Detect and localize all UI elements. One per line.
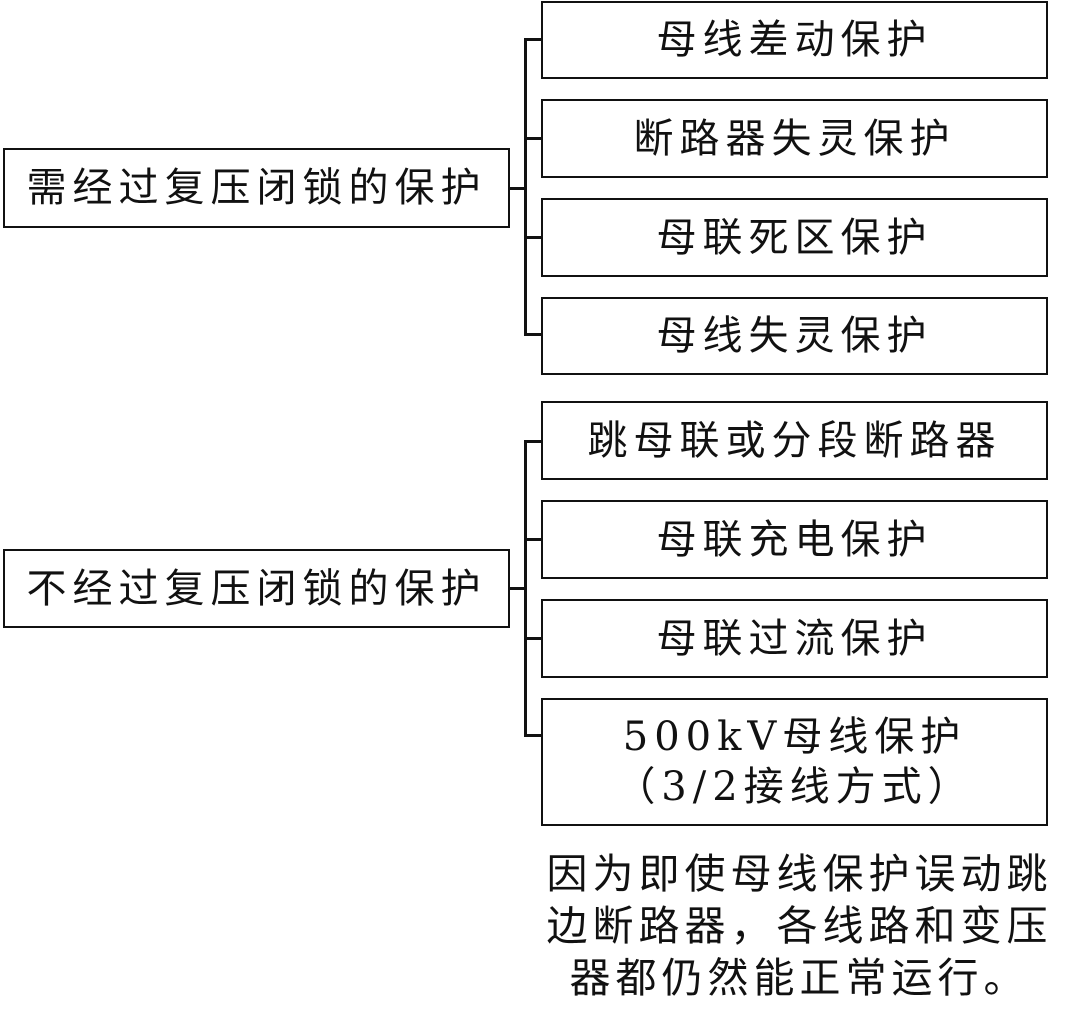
- connector-bracket: [524, 440, 527, 737]
- connector-branch: [524, 637, 543, 640]
- explanation-note: 因为即使母线保护误动跳 边断路器，各线路和变压 器都仍然能正常运行。: [542, 848, 1057, 1004]
- connector-bracket: [524, 38, 527, 336]
- connector-branch: [524, 333, 543, 336]
- note-line-3: 器都仍然能正常运行。: [569, 954, 1030, 1002]
- group-label-without-lock: 不经过复压闭锁的保护: [3, 549, 510, 628]
- item-busbar-failure: 母线失灵保护: [541, 297, 1048, 375]
- connector-branch: [524, 236, 543, 239]
- connector-branch: [524, 734, 543, 737]
- item-breaker-failure: 断路器失灵保护: [541, 99, 1048, 178]
- connector-branch: [524, 538, 543, 541]
- connector-branch: [524, 440, 543, 443]
- note-line-1: 因为即使母线保护误动跳: [546, 850, 1053, 898]
- connector-stub: [510, 187, 526, 190]
- item-coupler-dead-zone: 母联死区保护: [541, 198, 1048, 277]
- connector-branch: [524, 38, 543, 41]
- connector-stub: [510, 587, 526, 590]
- item-coupler-overcurrent: 母联过流保护: [541, 599, 1048, 678]
- item-trip-coupler-breaker: 跳母联或分段断路器: [541, 401, 1048, 480]
- connector-branch: [524, 137, 543, 140]
- group-label-with-lock: 需经过复压闭锁的保护: [3, 148, 510, 228]
- item-busbar-differential: 母线差动保护: [541, 1, 1048, 79]
- item-500kv-line2: （3/2接线方式）: [615, 764, 974, 810]
- item-coupler-charging: 母联充电保护: [541, 500, 1048, 579]
- item-500kv-busbar: 500kV母线保护 （3/2接线方式）: [541, 698, 1048, 826]
- item-500kv-line1: 500kV母线保护: [622, 714, 967, 760]
- note-line-2: 边断路器，各线路和变压: [546, 902, 1053, 950]
